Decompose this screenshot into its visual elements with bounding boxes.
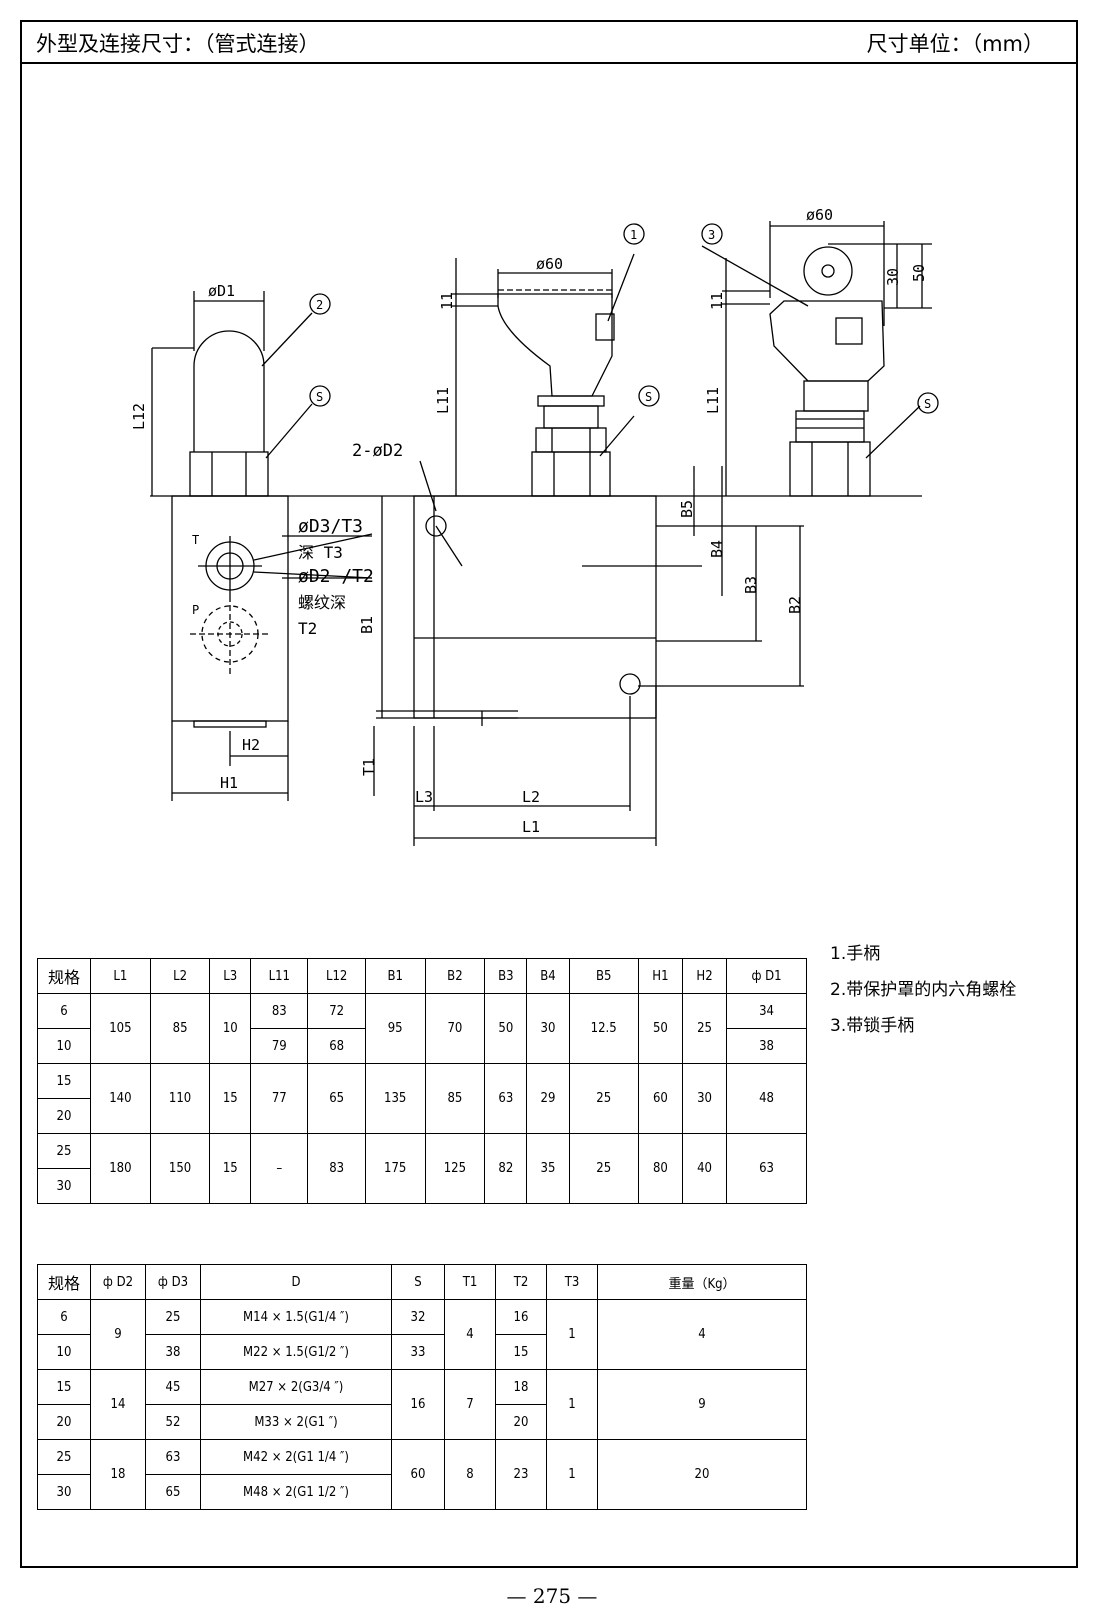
label-d3t3: øD3/T3 [298, 516, 363, 537]
label-l1: L1 [522, 818, 540, 836]
table-row: 10 79 68 38 [37, 1028, 807, 1064]
label-l2: L2 [522, 788, 540, 806]
callout-s-right: S [924, 397, 931, 411]
label-p: P [192, 603, 199, 617]
note-1: 1.手柄 [830, 944, 881, 964]
technical-drawing: øD1 L12 H1 H2 T P øD3/T3 深 T3 øD2 /T2 螺纹… [130, 206, 939, 846]
label-30: 30 [884, 268, 902, 286]
label-h1: H1 [220, 774, 238, 792]
table-row: 15 14 45 M27 × 2(G3/4 ″) 16 7 18 1 9 [37, 1369, 807, 1440]
label-11-center: 11 [438, 292, 456, 310]
table-row: 30 [37, 1168, 807, 1204]
callout-1: 1 [630, 228, 637, 242]
note-3: 3.带锁手柄 [830, 1016, 915, 1036]
page-title: 外型及连接尺寸：（管式连接） [36, 32, 320, 56]
label-luowen: 螺纹深 [298, 593, 346, 612]
label-b1: B1 [358, 616, 376, 634]
dimension-table: 规格 L1 L2 L3 L11 L12 B1 B2 B3 B4 B5 H1 H2… [37, 958, 807, 1204]
handle-3 [769, 300, 885, 382]
notes-list: 1.手柄 2.带保护罩的内六角螺栓 3.带锁手柄 [830, 936, 1016, 1044]
label-d2t2: øD2 /T2 [298, 566, 374, 587]
table-row: 25 18 63 M42 × 2(G1 1/4 ″) 60 8 23 1 20 [37, 1439, 807, 1510]
label-d60-center: ø60 [536, 255, 563, 273]
label-t2: T2 [298, 619, 317, 638]
table-row: 20 52 M33 × 2(G1 ″) 20 [37, 1404, 807, 1440]
label-d1: øD1 [208, 282, 235, 300]
unit-label: 尺寸单位：（mm） [866, 32, 1044, 56]
label-b3: B3 [742, 576, 760, 594]
callout-s-center: S [645, 390, 652, 404]
table-row: 6 9 25 M14 × 1.5(G1/4 ″) 32 4 16 1 4 [37, 1299, 807, 1370]
table-row: 15 140 110 15 77 65 135 85 63 29 25 60 3… [37, 1063, 807, 1134]
label-l3: L3 [415, 788, 433, 806]
left-hex-bolt [189, 451, 269, 497]
callout-3: 3 [708, 228, 715, 242]
table-header-row: 规格 L1 L2 L3 L11 L12 B1 B2 B3 B4 B5 H1 H2… [37, 958, 807, 994]
handle-1 [497, 293, 613, 397]
callout-s-left: S [316, 390, 323, 404]
label-2d2: 2-øD2 [352, 441, 403, 461]
label-b4: B4 [708, 540, 726, 558]
label-l12: L12 [130, 403, 148, 430]
label-l11-right: L11 [704, 387, 722, 414]
table-header-row: 规格 ф D2 ф D3 D S T1 T2 T3 重量（Kg） [37, 1264, 807, 1300]
label-t1: T1 [360, 758, 378, 776]
callout-2: 2 [316, 298, 323, 312]
label-l11-center: L11 [434, 387, 452, 414]
label-shen-t3: 深 T3 [298, 543, 343, 562]
thread-weight-table: 规格 ф D2 ф D3 D S T1 T2 T3 重量（Kg） 6 9 25 … [37, 1264, 807, 1510]
label-50: 50 [910, 264, 928, 282]
label-b5: B5 [678, 500, 696, 518]
label-d60-right: ø60 [806, 206, 833, 224]
table-row: 30 65 M48 × 2(G1 1/2 ″) [37, 1474, 807, 1510]
label-h2: H2 [242, 736, 260, 754]
label-11-right: 11 [708, 292, 726, 310]
label-b2: B2 [786, 596, 804, 614]
header-bar: 外型及连接尺寸：（管式连接） 尺寸单位：（mm） [20, 20, 1078, 64]
page-number: — 275 — [506, 1584, 598, 1608]
note-2: 2.带保护罩的内六角螺栓 [830, 980, 1017, 1000]
table-row: 6 105 85 10 83 72 95 70 50 30 12.5 50 25… [37, 993, 807, 1064]
table-row: 25 180 150 15 – 83 175 125 82 35 25 80 4… [37, 1133, 807, 1204]
page-frame [20, 20, 1078, 1568]
left-cap [193, 330, 265, 452]
label-t: T [192, 533, 199, 547]
